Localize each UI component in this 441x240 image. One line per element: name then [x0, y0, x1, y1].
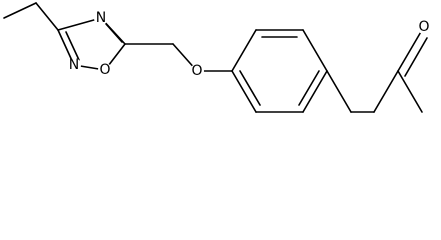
atom-o-ether: O [190, 63, 204, 79]
bond-n4-c5-double [105, 23, 123, 43]
atom-label-o-ether: O [191, 63, 202, 79]
atom-label-n-upper: N [96, 10, 106, 26]
methylene-linker [124, 43, 233, 72]
bond-aromatic-inner-2 [298, 70, 320, 106]
benzene-ring [231, 29, 328, 113]
bond-ethyl-ch3-ch2 [3, 2, 37, 19]
bond-ch2b-carbonyl [373, 70, 399, 113]
bond-ar4-ar5 [302, 70, 328, 113]
bond-c3-n4 [57, 17, 102, 31]
atom-label-o-ketone: O [418, 19, 429, 35]
atom-labels: N N O O O [67, 10, 431, 79]
bond-carbonyl-o-2 [404, 37, 428, 77]
chemical-structure: N N O O O [3, 2, 431, 113]
bond-ar6-ar1 [231, 70, 257, 113]
atom-o-ketone: O [417, 19, 431, 35]
atom-label-o-ring: O [99, 62, 110, 78]
atom-label-n-lower: N [69, 57, 79, 73]
butanone-chain [326, 29, 428, 113]
ethyl-group [3, 2, 59, 31]
bond-ar1-ar2 [231, 29, 257, 72]
bond-carbonyl-ch3 [397, 70, 423, 113]
bond-aromatic-inner-3 [239, 70, 261, 106]
bond-aryl-ch2a [326, 70, 352, 113]
atom-n-lower: N [67, 57, 81, 73]
atom-n-upper: N [94, 10, 108, 26]
bond-ethyl-ch2-c3 [35, 2, 59, 31]
atom-o-ring: O [98, 62, 112, 78]
bond-carbonyl-o-1 [397, 29, 423, 72]
bond-n2-c3-double [65, 31, 80, 61]
bond-ar3-ar4 [302, 29, 328, 72]
